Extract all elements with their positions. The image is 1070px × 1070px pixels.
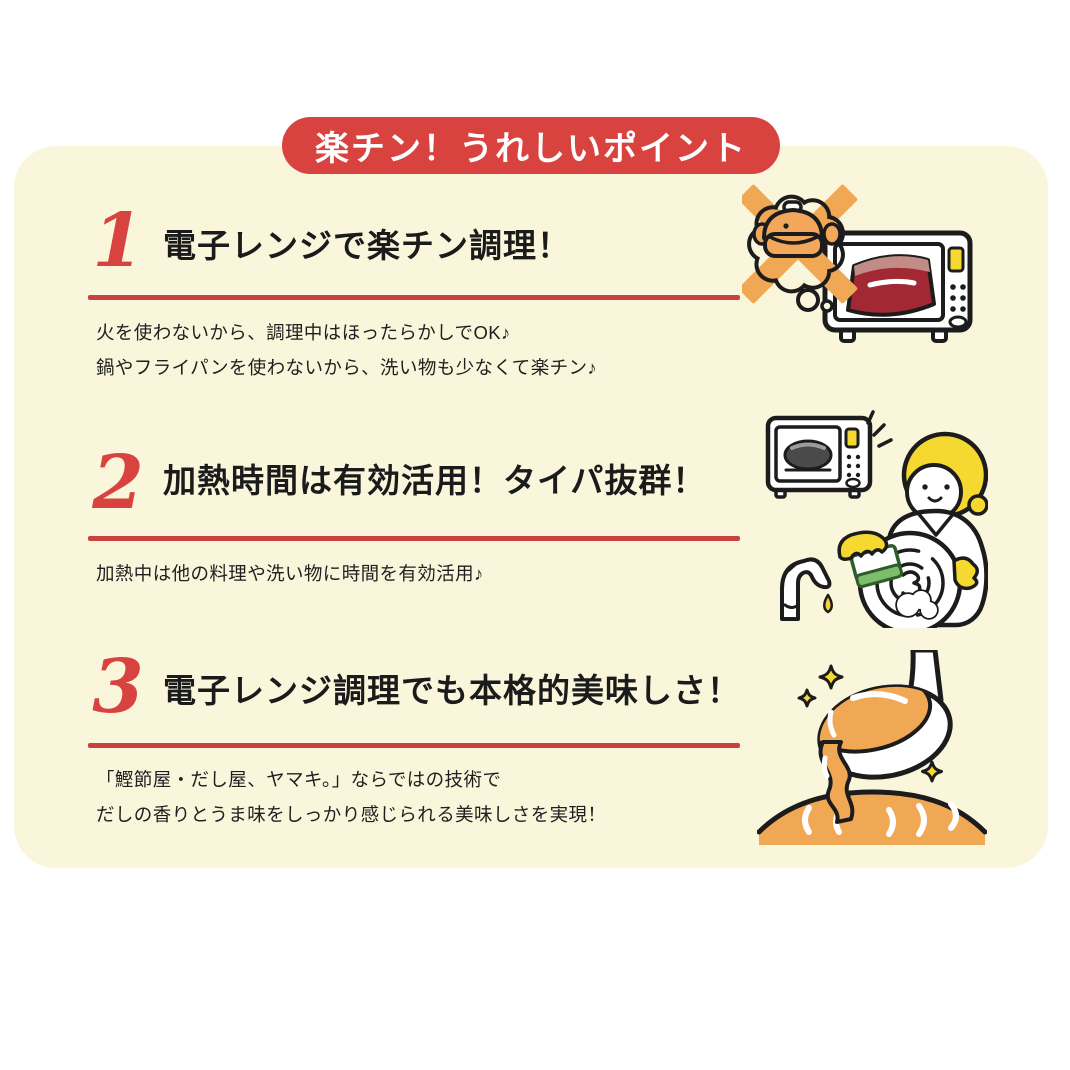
water-drop-icon bbox=[823, 593, 833, 614]
point-3-divider bbox=[88, 743, 740, 748]
point-2-description: 加熱中は他の料理や洗い物に時間を有効活用♪ bbox=[96, 556, 484, 591]
header-badge: 楽チン！うれしいポイント bbox=[282, 117, 780, 174]
point-1-title: 電子レンジで楽チン調理！ bbox=[163, 227, 571, 264]
retort-pouch-icon bbox=[846, 254, 936, 317]
broth-pot-icon bbox=[757, 789, 987, 845]
sparkle-icon bbox=[797, 664, 943, 783]
suds-icon bbox=[895, 589, 939, 620]
hand-icon bbox=[837, 530, 979, 591]
point-3-title: 電子レンジ調理でも本格的美味しさ！ bbox=[163, 672, 741, 709]
point-3-description-line: 「鰹節屋・だし屋、ヤマキ。」ならではの技術で bbox=[96, 769, 502, 790]
microwave-icon bbox=[765, 415, 873, 499]
faucet-icon bbox=[780, 557, 833, 621]
dashi-ladle-illustration bbox=[757, 650, 987, 845]
point-1-description: 火を使わないから、調理中はほったらかしでOK♪ 鍋やフライパンを使わないから、洗… bbox=[96, 315, 597, 385]
point-1-number: 1 bbox=[92, 198, 144, 284]
point-3-description-line: だしの香りとうま味をしっかり感じられる美味しさを実現！ bbox=[96, 804, 607, 825]
header-badge-label: 楽チン！うれしいポイント bbox=[315, 130, 747, 168]
point-3-number: 3 bbox=[92, 644, 144, 730]
point-2-title: 加熱時間は有効活用！タイパ抜群！ bbox=[163, 462, 707, 499]
point-1-description-line: 火を使わないから、調理中はほったらかしでOK♪ bbox=[96, 322, 511, 343]
cooking-pot-icon bbox=[752, 200, 842, 258]
point-1-description-line: 鍋やフライパンを使わないから、洗い物も少なくて楽チン♪ bbox=[96, 357, 598, 378]
point-2-description-line: 加熱中は他の料理や洗い物に時間を有効活用♪ bbox=[96, 563, 484, 584]
dishwashing-illustration bbox=[765, 410, 988, 628]
thought-bubble-icon bbox=[747, 194, 845, 313]
microwave-no-pot-illustration bbox=[742, 184, 973, 343]
ding-marks-icon bbox=[866, 410, 893, 448]
point-2-divider bbox=[88, 536, 740, 541]
point-1-divider bbox=[88, 295, 740, 300]
point-3-description: 「鰹節屋・だし屋、ヤマキ。」ならではの技術で だしの香りとうま味をしっかり感じら… bbox=[96, 762, 606, 832]
point-2-number: 2 bbox=[92, 440, 144, 526]
